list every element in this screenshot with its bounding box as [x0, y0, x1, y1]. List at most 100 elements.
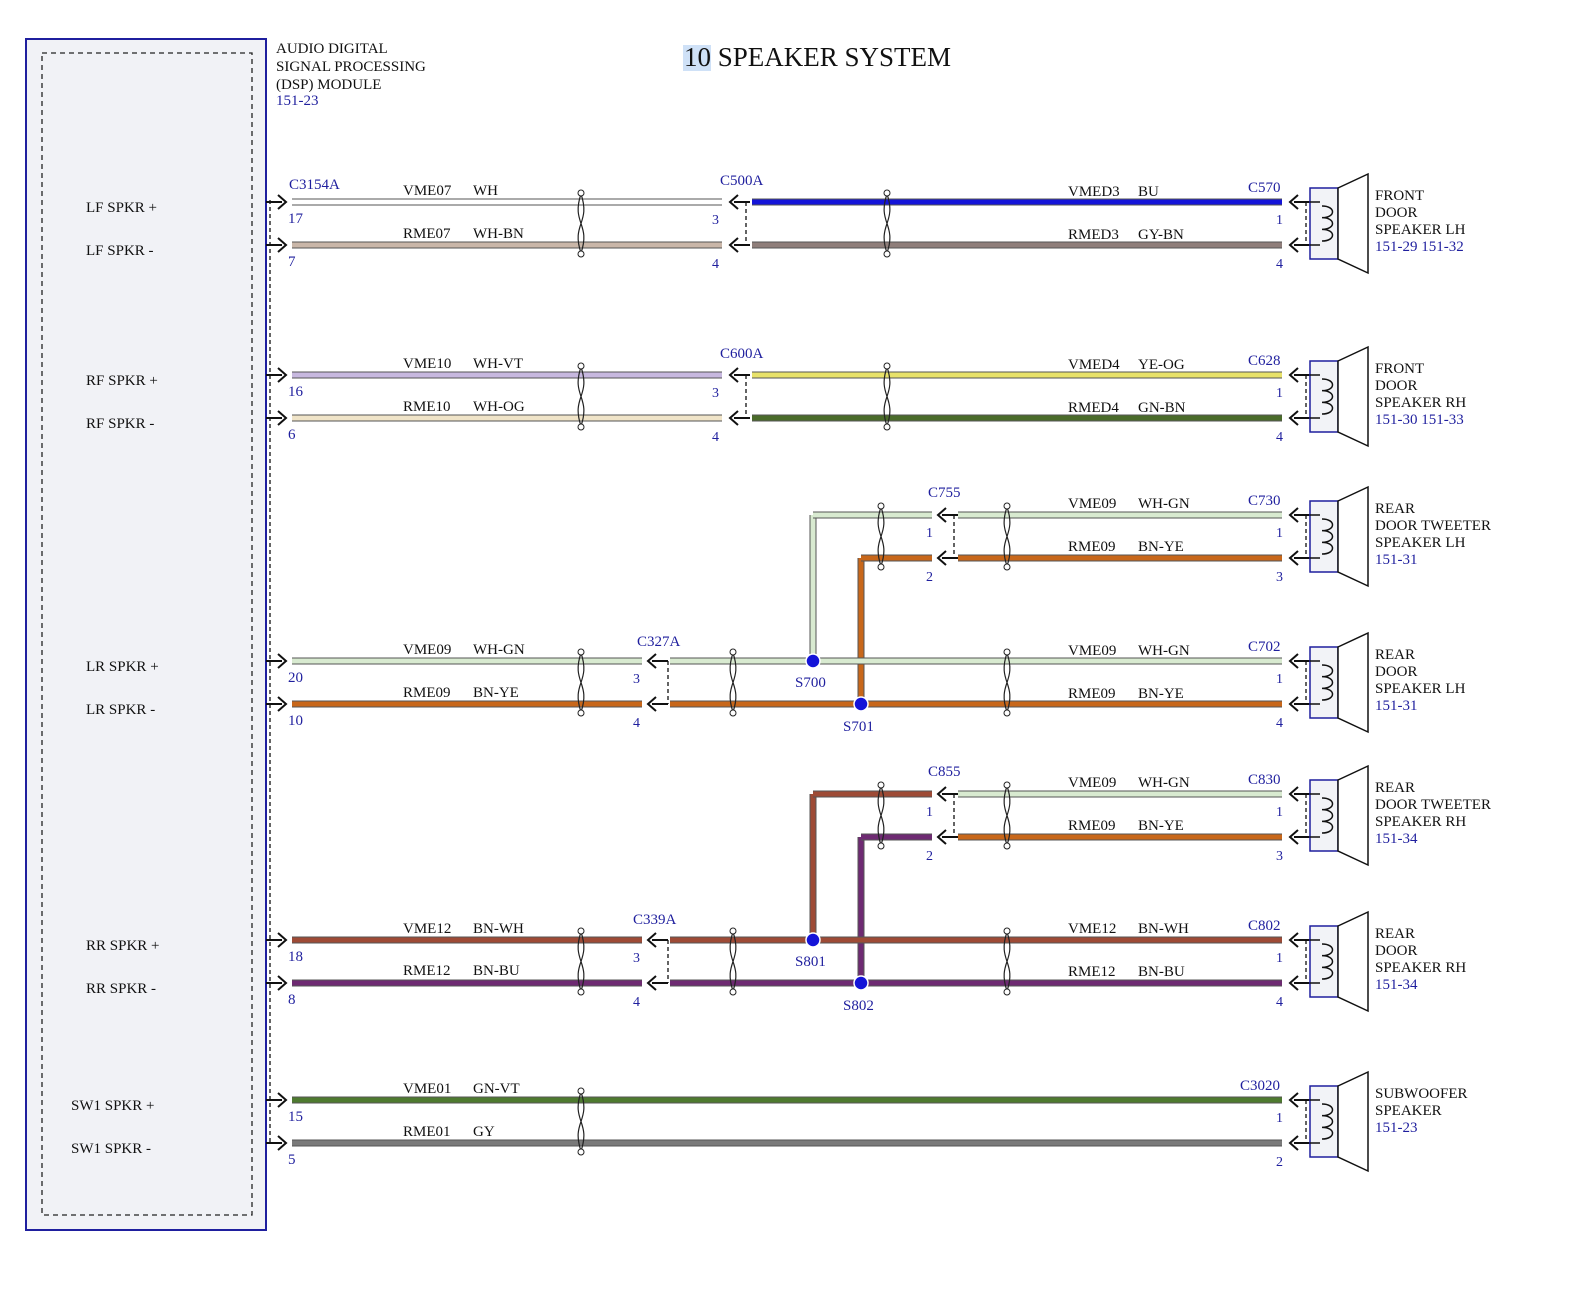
- speaker-label: SPEAKER LH: [1375, 681, 1466, 697]
- speaker-coil: [1310, 1099, 1334, 1144]
- pin-number: 2: [926, 570, 933, 585]
- pin-number: 3: [712, 386, 719, 401]
- connector-pin-arrow: [1288, 696, 1310, 712]
- wire-color-label: WH-GN: [1138, 643, 1190, 659]
- twist-end: [1003, 709, 1011, 717]
- connector-c339a: C339A: [633, 912, 677, 928]
- module-pin-label: LR SPKR +: [86, 659, 159, 675]
- wire-color-label: GN-VT: [473, 1081, 520, 1097]
- wire-circuit-label: RME12: [403, 963, 451, 979]
- connector-pin-arrow: [936, 829, 958, 845]
- speaker-magnet: [1309, 925, 1339, 998]
- pin-number: 1: [926, 805, 933, 820]
- twist-end: [883, 423, 891, 431]
- speaker-ref: 151-23: [1375, 1120, 1418, 1136]
- connector-c3020: C3020: [1240, 1078, 1280, 1094]
- pin-number: 1: [926, 526, 933, 541]
- pin-number: 2: [1276, 1155, 1283, 1170]
- wire-circuit-label: VME12: [403, 921, 451, 937]
- title-number: 10: [684, 42, 711, 72]
- module-name-line: (DSP) MODULE: [276, 77, 381, 93]
- wire-circuit-label: VME09: [1068, 496, 1116, 512]
- splice-label: S700: [795, 675, 826, 691]
- twisted-pair-mark: [729, 652, 737, 713]
- module-pin-number: 5: [288, 1152, 296, 1168]
- speaker-coil: [1310, 660, 1334, 705]
- speaker-label: SPEAKER LH: [1375, 222, 1466, 238]
- speaker-coil: [1310, 514, 1334, 559]
- module-pin-label: RF SPKR +: [86, 373, 158, 389]
- connector-pin-arrow: [266, 410, 288, 426]
- speaker-cone: [1337, 764, 1369, 867]
- twisted-pair-mark: [1003, 652, 1011, 713]
- splice-s701: [853, 696, 869, 712]
- module-name-line: SIGNAL PROCESSING: [276, 59, 426, 75]
- twist-end: [729, 648, 737, 656]
- pin-number: 3: [633, 951, 640, 966]
- pin-number: 3: [1276, 849, 1283, 864]
- pin-number: 4: [712, 430, 719, 445]
- pin-number: 4: [1276, 995, 1283, 1010]
- twist-end: [1003, 781, 1011, 789]
- connector-pin-arrow: [1288, 932, 1310, 948]
- twist-end: [877, 563, 885, 571]
- speaker-ref: 151-30 151-33: [1375, 412, 1464, 428]
- speaker-ref: 151-34: [1375, 977, 1418, 993]
- pin-number: 2: [926, 849, 933, 864]
- twisted-pair-mark: [877, 506, 885, 567]
- twist-end: [1003, 648, 1011, 656]
- connector-pin-arrow: [266, 653, 288, 669]
- speaker-label: FRONT: [1375, 188, 1424, 204]
- connector-pin-arrow: [646, 653, 668, 669]
- speaker-ref: 151-31: [1375, 552, 1418, 568]
- speaker-icon: [1309, 345, 1369, 448]
- wire-circuit-label: VME09: [1068, 775, 1116, 791]
- speaker-magnet: [1309, 779, 1339, 852]
- twist-end: [577, 1087, 585, 1095]
- wire-circuit-label: RMED4: [1068, 400, 1119, 416]
- module-pin-label: SW1 SPKR -: [71, 1141, 151, 1157]
- connector-pin-arrow: [728, 237, 750, 253]
- speaker-label: REAR: [1375, 501, 1415, 517]
- wire-circuit-label: RME07: [403, 226, 451, 242]
- diagram-title: 10 SPEAKER SYSTEM: [684, 42, 951, 72]
- twisted-pair-mark: [883, 366, 891, 427]
- speaker-icon: [1309, 485, 1369, 588]
- twist-end: [1003, 563, 1011, 571]
- twisted-pair-mark: [577, 193, 585, 254]
- twist-end: [577, 362, 585, 370]
- title-text: SPEAKER SYSTEM: [711, 42, 951, 72]
- pin-number: 3: [1276, 570, 1283, 585]
- splice-s801: [805, 932, 821, 948]
- connector-pin-arrow: [266, 696, 288, 712]
- speaker-label: REAR: [1375, 647, 1415, 663]
- module-pin-number: 15: [288, 1109, 303, 1125]
- wire-circuit-label: VMED4: [1068, 357, 1120, 373]
- module-name-line: AUDIO DIGITAL: [276, 41, 388, 57]
- twisted-pair-mark: [1003, 506, 1011, 567]
- connector-pin-arrow: [1288, 507, 1310, 523]
- wire-color-label: BN-WH: [1138, 921, 1189, 937]
- connector-c855: C855: [928, 764, 961, 780]
- connector-pin-arrow: [728, 367, 750, 383]
- wire-color-label: WH-VT: [473, 356, 523, 372]
- speaker-label: SPEAKER RH: [1375, 814, 1466, 830]
- speaker-magnet: [1309, 187, 1339, 260]
- splice-label: S802: [843, 998, 874, 1014]
- wire-circuit-label: VME12: [1068, 921, 1116, 937]
- speaker-ref: 151-31: [1375, 698, 1418, 714]
- connector-pin-arrow: [1288, 194, 1310, 210]
- speaker-ref: 151-34: [1375, 831, 1418, 847]
- speaker-magnet: [1309, 360, 1339, 433]
- wire-circuit-label: RME09: [1068, 818, 1116, 834]
- wire-color-label: WH: [473, 183, 498, 199]
- wire-circuit-label: VME07: [403, 183, 452, 199]
- connector-c500a: C500A: [720, 173, 764, 189]
- twist-end: [1003, 927, 1011, 935]
- wire-color-label: BN-BU: [473, 963, 520, 979]
- connector-pin-arrow: [936, 507, 958, 523]
- module-pin-label: SW1 SPKR +: [71, 1098, 154, 1114]
- twisted-pair-mark: [577, 1091, 585, 1152]
- connector-pin-arrow: [646, 696, 668, 712]
